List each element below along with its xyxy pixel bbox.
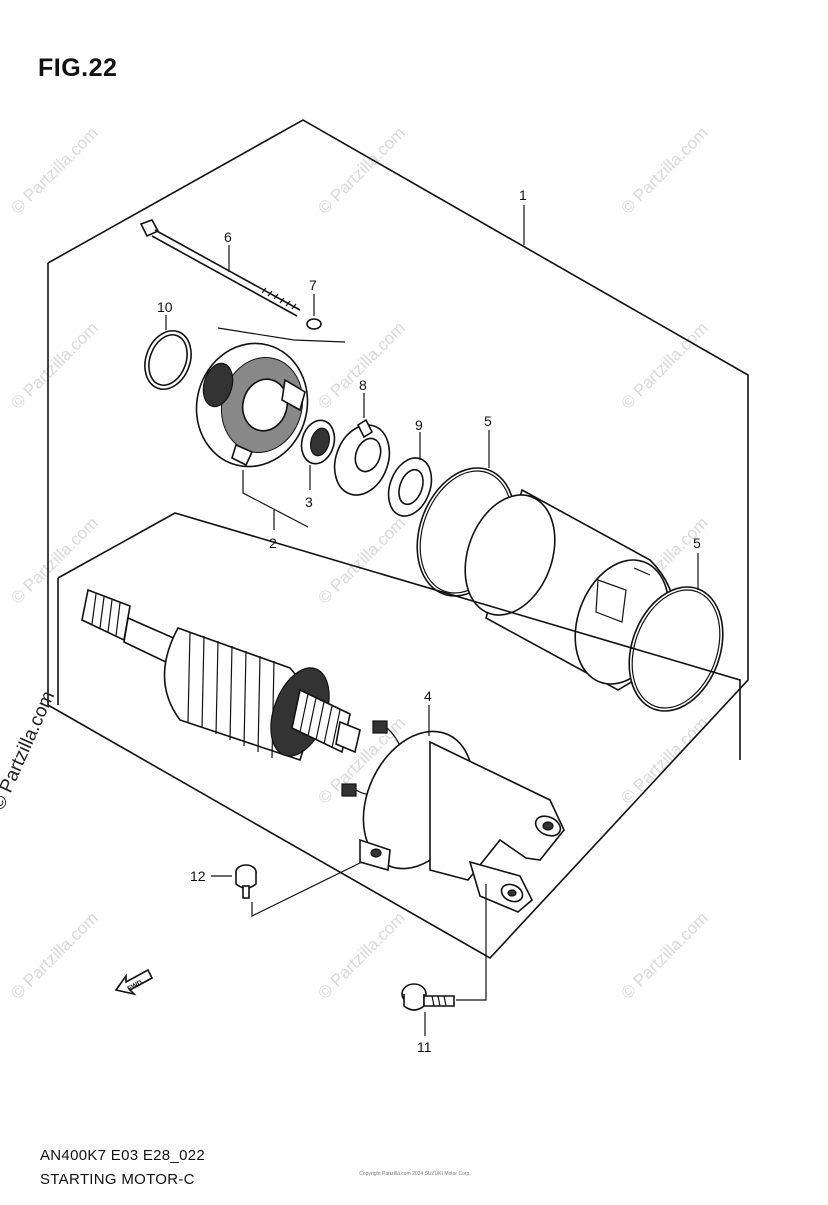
figure-name: STARTING MOTOR-C [40,1171,195,1188]
callout-5: 5 [484,413,492,429]
watermark: © Partzilla.com [7,123,101,217]
front-housing-part-2 [195,342,309,468]
watermark: © Partzilla.com [7,318,101,412]
o-ring-inner [631,589,721,709]
callout-4: 4 [424,688,432,704]
oil-seal-inner [309,427,331,457]
bolt-shank-edge [151,235,298,317]
lock-washer-part-8 [333,418,391,496]
callout-7: 7 [309,277,317,293]
washer-part-7 [306,318,322,330]
leader-line-12b [251,861,363,917]
watermark: © Partzilla.com [314,318,408,412]
watermark: © Partzilla.com [314,123,408,217]
callout-numbers: 1 2 3 4 5 5 6 7 8 9 10 11 12 [157,187,701,1055]
leader-v [217,327,346,343]
callout-5: 5 [693,535,701,551]
bolt-part-11 [401,983,455,1011]
fwd-arrow-icon: FWD [114,968,154,996]
leader-line-2 [242,470,309,528]
rear-cover-part-4 [359,730,565,913]
figure-code: AN400K7 E03 E28_022 [40,1147,205,1164]
callout-12: 12 [190,868,206,884]
armature-frame [57,512,741,760]
brush [372,720,388,734]
callout-9: 9 [415,417,423,433]
bolt-thread [261,287,297,310]
bolt-part-6 [139,219,301,317]
watermark: © Partzilla.com [617,713,711,807]
callout-11: 11 [417,1039,432,1055]
leader-line-11b [456,884,487,1001]
screw-part-12 [235,864,257,899]
o-ring-inner [148,334,188,386]
copyright-note: Copyright Partzilla.com 2024 SUZUKI Moto… [359,1171,471,1177]
callout-1: 1 [519,187,527,203]
callout-10: 10 [157,299,173,315]
callout-6: 6 [224,229,232,245]
watermark: © Partzilla.com [314,908,408,1002]
callout-3: 3 [305,494,313,510]
watermark: © Partzilla.com [617,908,711,1002]
bolt-head [139,219,160,238]
callout-8: 8 [359,377,367,393]
watermark: © Partzilla.com [314,513,408,607]
washer-inner [398,468,424,506]
watermark: © Partzilla.com [617,123,711,217]
armature-part [81,588,361,762]
figure-title: FIG.22 [38,54,118,82]
brush [341,783,357,797]
watermark: © Partzilla.com [7,908,101,1002]
assembly-frame [47,119,749,960]
callout-2: 2 [269,535,277,551]
watermark: © Partzilla.com [617,318,711,412]
